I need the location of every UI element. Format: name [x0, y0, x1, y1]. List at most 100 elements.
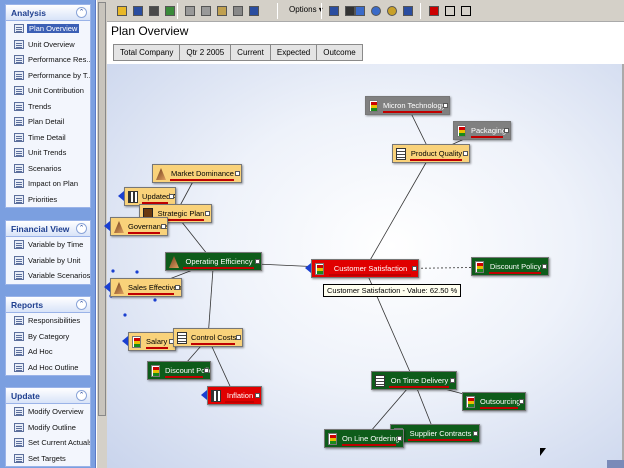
collapse-chevron-icon[interactable]: ⌃	[76, 7, 87, 18]
nav-item-variable-by-unit[interactable]: Variable by Unit	[6, 253, 90, 269]
tab-expected[interactable]: Expected	[269, 44, 318, 61]
canvas-scroll-edge[interactable]	[622, 64, 624, 468]
collapse-chevron-icon[interactable]: ⌃	[76, 299, 87, 310]
selection-handle[interactable]	[123, 313, 127, 317]
node-expand-toggle[interactable]	[473, 431, 478, 436]
nav-item-ad-hoc[interactable]: Ad Hoc	[6, 344, 90, 360]
node-market-dominance[interactable]: Market Dominance	[152, 164, 242, 183]
node-expand-toggle[interactable]	[169, 194, 174, 199]
node-expand-toggle[interactable]	[255, 259, 260, 264]
node-expand-toggle[interactable]	[443, 103, 448, 108]
node-expand-toggle[interactable]	[236, 335, 241, 340]
node-micron-technology[interactable]: Micron Technology	[365, 96, 450, 115]
node-control-costs[interactable]: Control Costs	[173, 328, 243, 347]
tab-outcome[interactable]: Outcome	[316, 44, 363, 61]
save-icon[interactable]	[131, 4, 145, 18]
nav-item-set-current-actuals[interactable]: Set Current Actuals	[6, 435, 90, 451]
layout-icon[interactable]	[385, 4, 399, 18]
node-expand-toggle[interactable]	[175, 285, 180, 290]
options-icon[interactable]	[327, 4, 341, 18]
undo-icon[interactable]	[183, 4, 197, 18]
tab-current[interactable]: Current	[230, 44, 271, 61]
box-icon[interactable]	[443, 4, 457, 18]
nav-item-modify-outline[interactable]: Modify Outline	[6, 420, 90, 436]
frame-icon[interactable]	[459, 4, 473, 18]
tab-total-company[interactable]: Total Company	[113, 44, 181, 61]
canvas-scroll-corner[interactable]	[607, 460, 624, 468]
nav-item-modify-overview[interactable]: Modify Overview	[6, 404, 90, 420]
nav-item-plan-detail[interactable]: Plan Detail	[6, 114, 90, 130]
node-outsourcing[interactable]: Outsourcing	[462, 392, 526, 411]
node-expand-toggle[interactable]	[542, 264, 547, 269]
export-icon[interactable]	[163, 4, 177, 18]
node-expand-toggle[interactable]	[519, 399, 524, 404]
node-packaging[interactable]: Packaging	[453, 121, 511, 140]
nav-scrollbar[interactable]	[96, 0, 106, 468]
sort-icon[interactable]	[247, 4, 261, 18]
nav-item-trends[interactable]: Trends	[6, 99, 90, 115]
selection-handle[interactable]	[111, 269, 115, 273]
nav-scrollbar-thumb[interactable]	[98, 2, 106, 416]
nav-item-ad-hoc-outline[interactable]: Ad Hoc Outline	[6, 360, 90, 376]
node-expand-toggle[interactable]	[255, 393, 260, 398]
selection-handle[interactable]	[153, 298, 157, 302]
node-discount-policy[interactable]: Discount Policy	[471, 257, 549, 276]
node-salary-growth[interactable]: Salary Growth	[128, 332, 176, 351]
nav-item-performance-res[interactable]: Performance Res...	[6, 52, 90, 68]
collapse-chevron-icon[interactable]: ⌃	[76, 223, 87, 234]
node-expand-toggle[interactable]	[504, 128, 509, 133]
traffic-light-icon[interactable]	[427, 4, 441, 18]
nav-group-header[interactable]: Analysis⌃	[6, 5, 90, 21]
nav-item-scenarios[interactable]: Scenarios	[6, 161, 90, 177]
link-icon[interactable]	[231, 4, 245, 18]
nav-group-header[interactable]: Financial View⌃	[6, 221, 90, 237]
node-on-line-ordering[interactable]: On Line Ordering	[324, 429, 404, 448]
node-governance[interactable]: Governance	[110, 217, 168, 236]
nav-item-impact-on-plan[interactable]: Impact on Plan	[6, 176, 90, 192]
edit-icon[interactable]	[215, 4, 229, 18]
node-expand-toggle[interactable]	[235, 171, 240, 176]
nav-item-unit-overview[interactable]: Unit Overview	[6, 37, 90, 53]
node-inflation[interactable]: Inflation	[207, 386, 262, 405]
nav-item-priorities[interactable]: Priorities	[6, 192, 90, 208]
node-expand-toggle[interactable]	[450, 378, 455, 383]
nav-item-variable-by-time[interactable]: Variable by Time	[6, 237, 90, 253]
node-updated-a[interactable]: Updated A	[124, 187, 176, 206]
node-expand-toggle[interactable]	[205, 211, 210, 216]
node-product-quality[interactable]: Product Quality	[392, 144, 470, 163]
nav-item-responsibilities[interactable]: Responsibilities	[6, 313, 90, 329]
node-strategic-plan[interactable]: Strategic Plan	[139, 204, 212, 223]
nav-item-plan-overview[interactable]: Plan Overview	[6, 21, 90, 37]
zoom-in-icon[interactable]	[353, 4, 367, 18]
open-icon[interactable]	[115, 4, 129, 18]
node-discount-policy[interactable]: Discount Policy	[147, 361, 211, 380]
tab-qtr-2-2005[interactable]: Qtr 2 2005	[179, 44, 232, 61]
nav-item-unit-contribution[interactable]: Unit Contribution	[6, 83, 90, 99]
selection-handle[interactable]	[135, 270, 139, 274]
node-sales-effectiveness[interactable]: Sales Effectiveness	[110, 278, 182, 297]
collapse-chevron-icon[interactable]: ⌃	[76, 390, 87, 401]
node-expand-toggle[interactable]	[412, 266, 417, 271]
nav-group-header[interactable]: Reports⌃	[6, 297, 90, 313]
properties-icon[interactable]	[343, 4, 357, 18]
node-operating-efficiency[interactable]: Operating Efficiency	[165, 252, 262, 271]
node-expand-toggle[interactable]	[397, 436, 402, 441]
zoom-out-icon[interactable]	[369, 4, 383, 18]
print-icon[interactable]	[147, 4, 161, 18]
node-on-time-delivery[interactable]: On Time Delivery	[371, 371, 457, 390]
node-expand-toggle[interactable]	[161, 224, 166, 229]
nav-item-variable-scenarios[interactable]: Variable Scenarios	[6, 268, 90, 284]
node-expand-toggle[interactable]	[204, 368, 209, 373]
nav-item-by-category[interactable]: By Category	[6, 329, 90, 345]
nav-item-unit-trends[interactable]: Unit Trends	[6, 145, 90, 161]
options-menu-button[interactable]: Options ▾	[289, 5, 323, 14]
nav-item-performance-by-t[interactable]: Performance by T...	[6, 68, 90, 84]
node-expand-toggle[interactable]	[463, 151, 468, 156]
node-customer-satisfaction[interactable]: Customer Satisfaction	[311, 259, 419, 278]
redo-icon[interactable]	[199, 4, 213, 18]
nav-group-header[interactable]: Update⌃	[6, 388, 90, 404]
tree-icon[interactable]	[401, 4, 415, 18]
nav-item-time-detail[interactable]: Time Detail	[6, 130, 90, 146]
nav-item-set-targets[interactable]: Set Targets	[6, 451, 90, 467]
